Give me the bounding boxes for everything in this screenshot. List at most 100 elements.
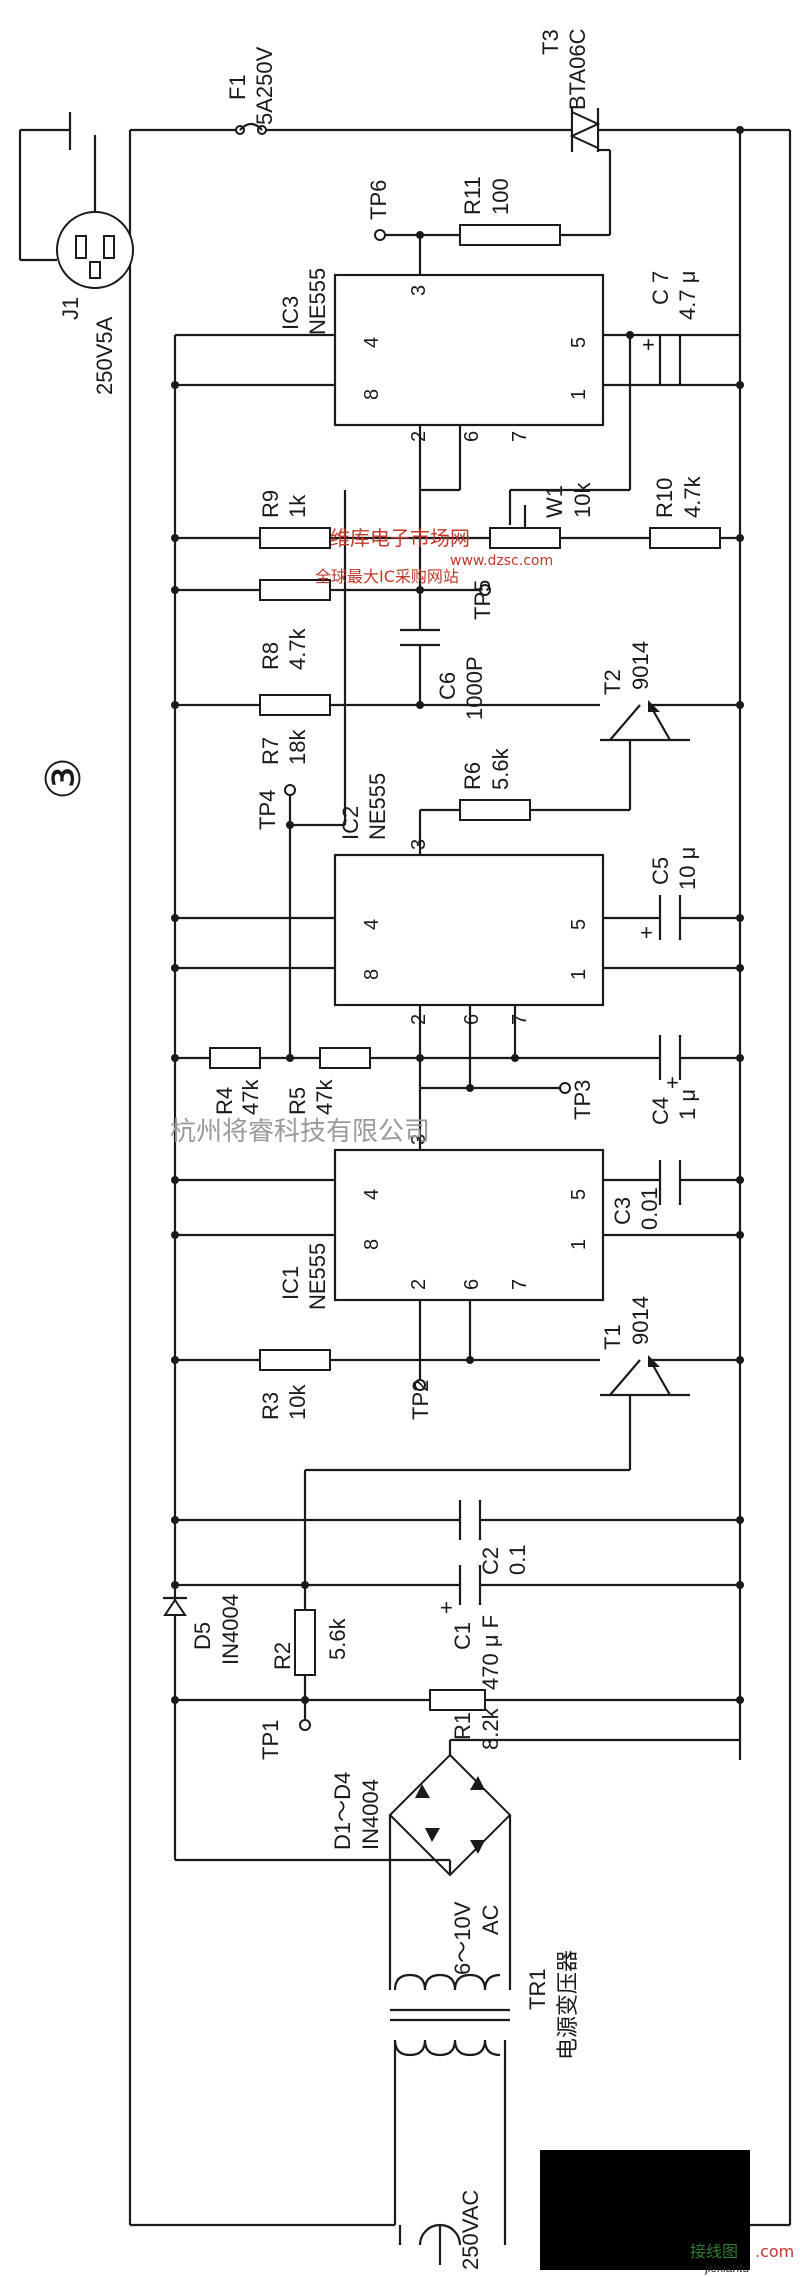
tr1-transformer: [388, 1900, 512, 2225]
c5-value-label: 10 μ: [675, 847, 700, 890]
ic1-pin1: 1: [568, 1239, 590, 1250]
r4-resistor: [209, 1047, 261, 1069]
t2-transistor: [575, 700, 740, 812]
tp4-label: TP4: [255, 790, 280, 830]
ic1-pin3: 3: [408, 1134, 430, 1145]
r3-ref-label: R3: [258, 1392, 283, 1420]
r7-resistor: [259, 694, 331, 716]
r11-value-label: 100: [488, 178, 513, 215]
c6-ref-label: C6: [435, 672, 460, 700]
t1-value-label: 9014: [628, 1296, 653, 1345]
tr1-ref-label: TR1: [525, 1968, 550, 2010]
mains-plug: [398, 2140, 507, 2265]
d5-diode: [163, 1596, 187, 1616]
r3-value-label: 10k: [285, 1384, 310, 1420]
ic1-wiring: [175, 1178, 740, 1380]
r10-resistor: [649, 527, 721, 549]
c2-ref-label: C2: [478, 1547, 503, 1575]
ic3-value-label: NE555: [305, 268, 330, 335]
ic1-ref-label: IC1: [278, 1266, 303, 1300]
site-logo-watermark: 维库电子市场网: [330, 526, 470, 550]
site-url-watermark: www.dzsc.com: [450, 553, 553, 569]
f1-fuse: [235, 122, 267, 135]
r1-value-label: 8.2k: [478, 1707, 503, 1750]
ic2-pin7: 7: [509, 1014, 531, 1025]
r9-ref-label: R9: [258, 490, 283, 518]
t3-ref-label: T3: [538, 29, 563, 55]
r7-value-label: 18k: [285, 729, 310, 765]
t1-ref-label: T1: [600, 1324, 625, 1350]
r6-ref-label: R6: [460, 762, 485, 790]
r2-value-label: 5.6k: [325, 1617, 350, 1660]
r5-resistor: [319, 1047, 371, 1069]
c4-ref-label: C4: [648, 1097, 673, 1125]
tp2-label: TP2: [408, 1380, 433, 1420]
ic1-pin5: 5: [568, 1189, 590, 1200]
r11-resistor: [459, 224, 561, 246]
tp3-label: TP3: [570, 1080, 595, 1120]
r6-resistor: [459, 799, 531, 821]
ac-type-label: AC: [478, 1904, 503, 1935]
ic2-pin4: 4: [361, 919, 383, 930]
c7-plus-label: +: [642, 332, 655, 357]
c1-ref-label: C1: [450, 1622, 475, 1650]
r7-ref-label: R7: [258, 737, 283, 765]
tp6-label: TP6: [366, 180, 391, 220]
c1-value-label: 470 μ F: [478, 1615, 503, 1690]
ic2-ref-label: IC2: [338, 806, 363, 840]
c5-capacitor: [658, 895, 682, 940]
c4-plus-label: +: [666, 1070, 679, 1095]
ic1-pin6: 6: [461, 1279, 483, 1290]
corner-domain-watermark: jiexiantu: [704, 2261, 749, 2275]
j1-socket: [18, 112, 134, 289]
r4-value-label: 47k: [238, 1079, 263, 1115]
c7-value-label: 4.7 μ: [675, 271, 700, 320]
ic1-pin2: 2: [408, 1279, 430, 1290]
tp1-label: TP1: [258, 1720, 283, 1760]
ic2-chip: [333, 853, 605, 1007]
c6-capacitor: [400, 590, 440, 705]
t1-transistor: [303, 1355, 740, 1610]
r11-ref-label: R11: [460, 176, 485, 215]
ic2-pin3: 3: [408, 839, 430, 850]
r3-resistor: [259, 1349, 331, 1371]
c3-value-label: 0.01: [637, 1187, 662, 1230]
c5-plus-label: +: [640, 920, 653, 945]
ic2-pin5: 5: [568, 919, 590, 930]
ic3-wiring: [175, 233, 740, 590]
c6-value-label: 1000P: [462, 656, 487, 720]
tp4-testpoint: [284, 784, 296, 796]
c2-value-label: 0.1: [505, 1544, 530, 1575]
w1-ref-label: W1: [542, 485, 567, 518]
f1-value-label: 5A250V: [252, 46, 277, 125]
r5-value-label: 47k: [312, 1079, 337, 1115]
w1-value-label: 10k: [570, 482, 595, 518]
r6-value-label: 5.6k: [488, 747, 513, 790]
ic1-pin8: 8: [361, 1239, 383, 1250]
tp2-testpoint: [414, 1379, 426, 1391]
ic2-pin8: 8: [361, 969, 383, 980]
ic3-ref-label: IC3: [278, 296, 303, 330]
mains-voltage-label: 250VAC: [458, 2190, 483, 2270]
ic1-value-label: NE555: [305, 1243, 330, 1310]
bridge-rectifier: [175, 1738, 740, 1900]
c5-ref-label: C5: [648, 857, 673, 885]
ic3-pin6: 6: [461, 431, 483, 442]
tp5-testpoint: [479, 584, 491, 596]
figure-number-label: ③: [38, 757, 91, 800]
j1-ref-label: J1: [58, 297, 83, 320]
ic2-pin6: 6: [461, 1014, 483, 1025]
c4-value-label: 1 μ: [675, 1089, 700, 1120]
tp3-testpoint: [559, 1082, 571, 1094]
j1-value-label: 250V5A: [92, 316, 117, 395]
c4-capacitor: [658, 1035, 682, 1080]
black-redaction-block: [540, 2150, 750, 2270]
d5-ref-label: D5: [190, 1622, 215, 1650]
r9-resistor: [259, 527, 331, 549]
tp1-testpoint: [299, 1719, 311, 1731]
site-slogan-watermark: 全球最大IC采购网站: [315, 567, 459, 586]
t2-value-label: 9014: [628, 641, 653, 690]
c7-ref-label: C 7: [648, 271, 673, 305]
w1-potentiometer: [489, 527, 561, 549]
